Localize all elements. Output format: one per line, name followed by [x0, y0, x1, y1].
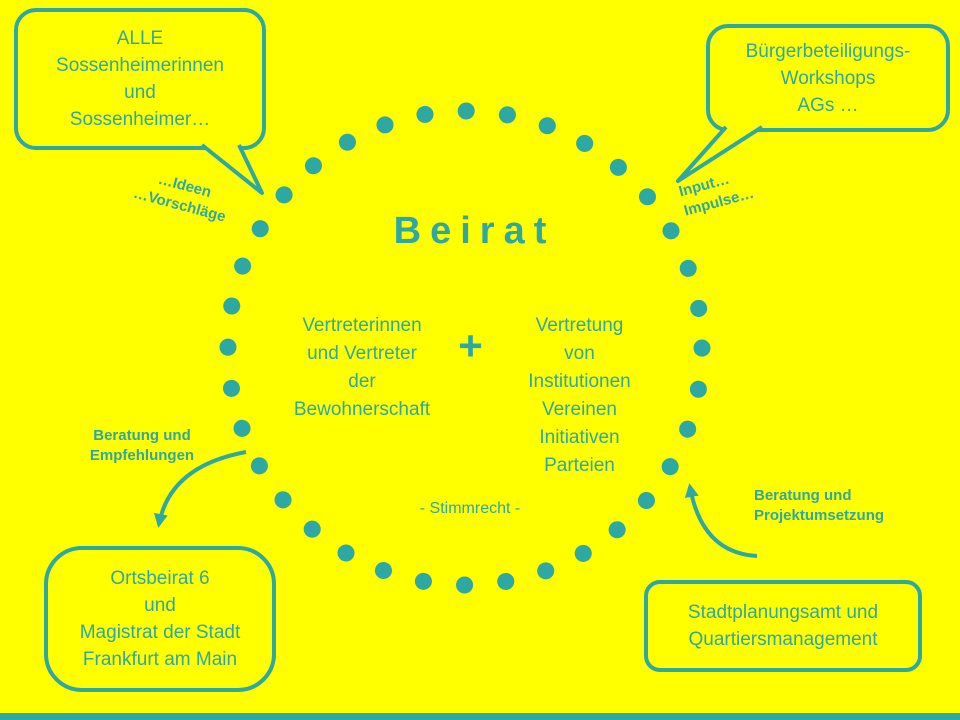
label-advice-implementation: Beratung und Projektumsetzung	[754, 487, 885, 524]
voting-rights-note: - Stimmrecht -	[419, 500, 521, 517]
label-ideas-suggestions: …Ideen …Vorschläge	[131, 170, 228, 226]
members-institutions-text: Vertretung von Institutionen Vereinen In…	[528, 315, 631, 476]
arrow-from-stadtplanungsamt	[684, 483, 758, 558]
box-stadtplanungsamt: Stadtplanungsamt und Quartiersmanagement	[644, 580, 922, 672]
speech-bubble-residents-text: ALLE Sossenheimerinnen und Sossenheimer…	[56, 28, 224, 130]
label-input-impulses: Input… Impulse…	[676, 170, 756, 220]
box-ortsbeirat-magistrat: Ortsbeirat 6 und Magistrat der Stadt Fra…	[44, 546, 276, 692]
bottom-border-strip	[0, 713, 960, 720]
box-stadtplanungsamt-text: Stadtplanungsamt und Quartiersmanagement	[687, 602, 879, 650]
circle-title: Beirat	[393, 210, 556, 252]
speech-bubble-workshops: Bürgerbeteiligungs- Workshops AGs …	[706, 24, 950, 132]
speech-bubble-residents: ALLE Sossenheimerinnen und Sossenheimer…	[14, 8, 266, 150]
plus-sign: +	[458, 322, 483, 369]
members-residents-text: Vertreterinnen und Vertreter der Bewohne…	[293, 315, 431, 420]
box-ortsbeirat-magistrat-text: Ortsbeirat 6 und Magistrat der Stadt Fra…	[79, 568, 241, 670]
label-advice-recommendations: Beratung und Empfehlungen	[89, 427, 195, 464]
speech-bubble-workshops-text: Bürgerbeteiligungs- Workshops AGs …	[745, 40, 911, 116]
